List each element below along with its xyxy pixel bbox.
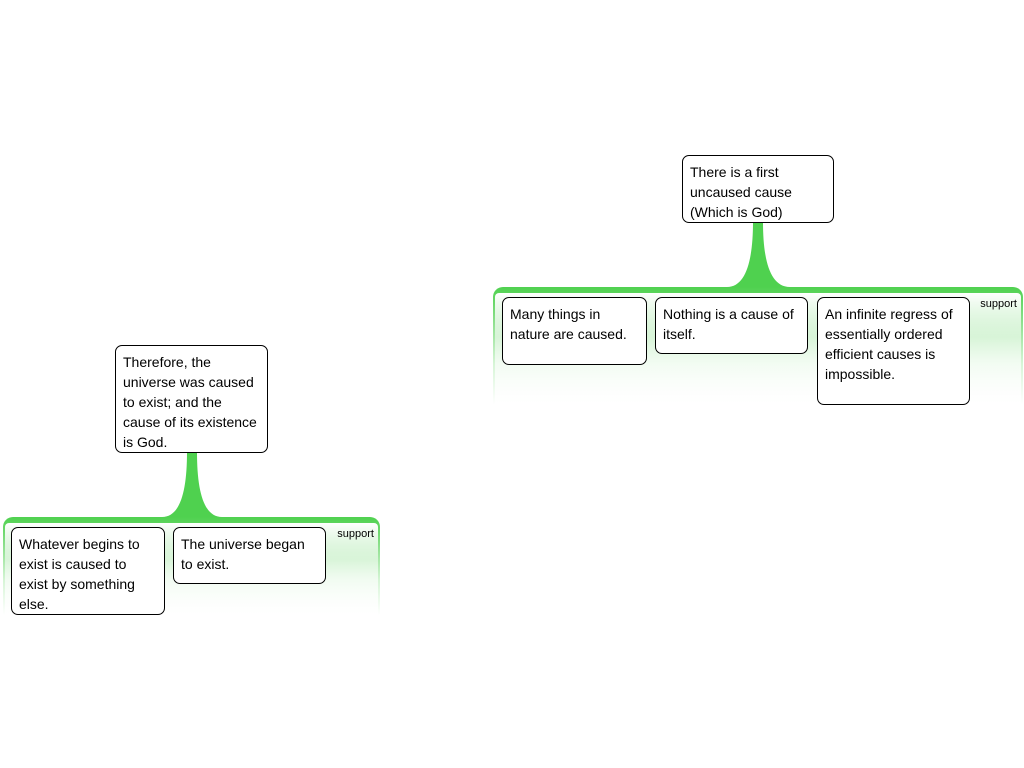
right-premise-box-3[interactable]: An infinite regress of essentially order… — [817, 297, 970, 405]
left-support-label: support — [337, 528, 374, 540]
right-support-label: support — [980, 298, 1017, 310]
right-conclusion-box[interactable]: There is a first uncaused cause (Which i… — [682, 155, 834, 223]
right-premise-box-1[interactable]: Many things in nature are caused. — [502, 297, 647, 365]
left-support-connector — [162, 452, 222, 517]
right-support-connector — [727, 222, 790, 287]
left-conclusion-box[interactable]: Therefore, the universe was caused to ex… — [115, 345, 268, 453]
left-premise-box-1[interactable]: Whatever begins to exist is caused to ex… — [11, 527, 165, 615]
left-premise-box-2[interactable]: The universe began to exist. — [173, 527, 326, 584]
right-premise-box-2[interactable]: Nothing is a cause of itself. — [655, 297, 808, 354]
